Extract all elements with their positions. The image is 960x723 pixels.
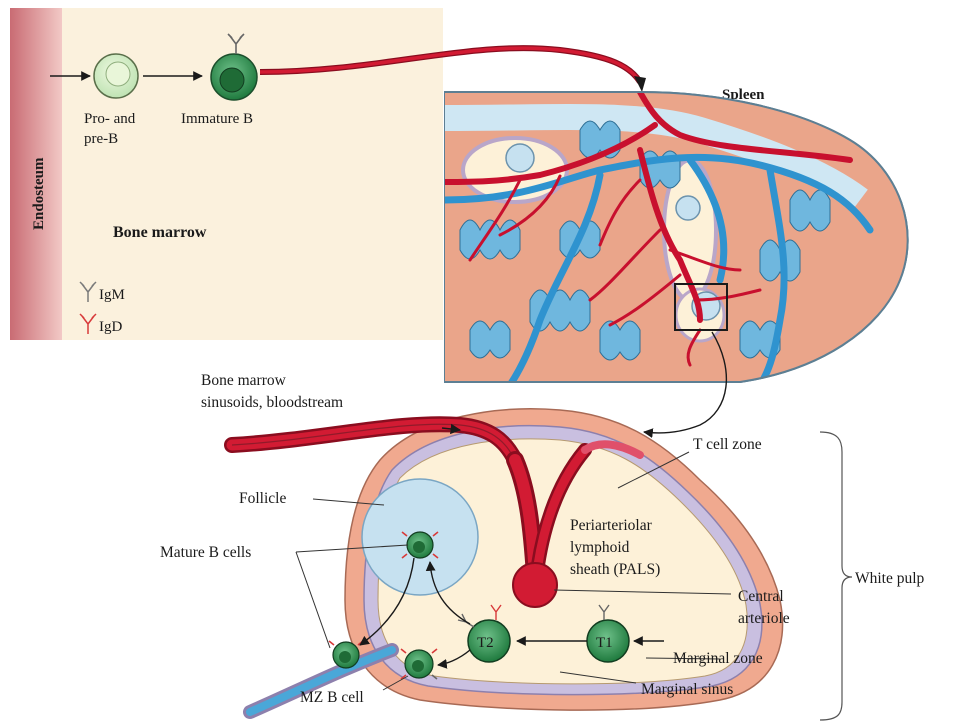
central-arteriole-label-line2: arteriole — [738, 610, 790, 627]
t1-label: T1 — [596, 635, 613, 651]
marginal-zone-label: Marginal zone — [673, 650, 763, 667]
pals-label-line3: sheath (PALS) — [570, 561, 660, 578]
pals-label-line1: Periarteriolar — [570, 517, 653, 534]
bone-marrow-title: Bone marrow — [113, 224, 207, 241]
pro-pre-b-cell — [94, 54, 138, 98]
endosteum-label: Endosteum — [31, 157, 47, 230]
immature-b-label: Immature B — [181, 111, 253, 127]
follicle-label: Follicle — [239, 490, 286, 507]
pro-pre-b-label-line1: Pro- and — [84, 111, 136, 127]
igm-legend-label: IgM — [99, 287, 125, 303]
marginal-sinus-label: Marginal sinus — [641, 681, 733, 698]
white-pulp-brace — [820, 432, 852, 720]
white-pulp-detail: T1 T2 — [232, 409, 852, 720]
central-arteriole-label-line1: Central — [738, 588, 784, 605]
route-label-line1: Bone marrow — [201, 372, 287, 389]
mz-b-cell-label: MZ B cell — [300, 689, 364, 706]
pals-label-line2: lymphoid — [570, 539, 630, 556]
igd-legend-label: IgD — [99, 319, 122, 335]
t-cell-zone-label: T cell zone — [693, 436, 762, 453]
t2-label: T2 — [477, 635, 494, 651]
pro-pre-b-label-line2: pre-B — [84, 131, 118, 147]
mature-b-cells-label: Mature B cells — [160, 544, 251, 561]
spleen-panel — [445, 92, 915, 392]
arrow-into-spleen — [634, 76, 646, 92]
white-pulp-label: White pulp — [855, 570, 925, 587]
route-label-line2: sinusoids, bloodstream — [201, 394, 343, 411]
bone-marrow-panel: Endosteum Pro- and pre-B Immature B Bone… — [10, 8, 443, 340]
central-arteriole — [513, 563, 557, 607]
